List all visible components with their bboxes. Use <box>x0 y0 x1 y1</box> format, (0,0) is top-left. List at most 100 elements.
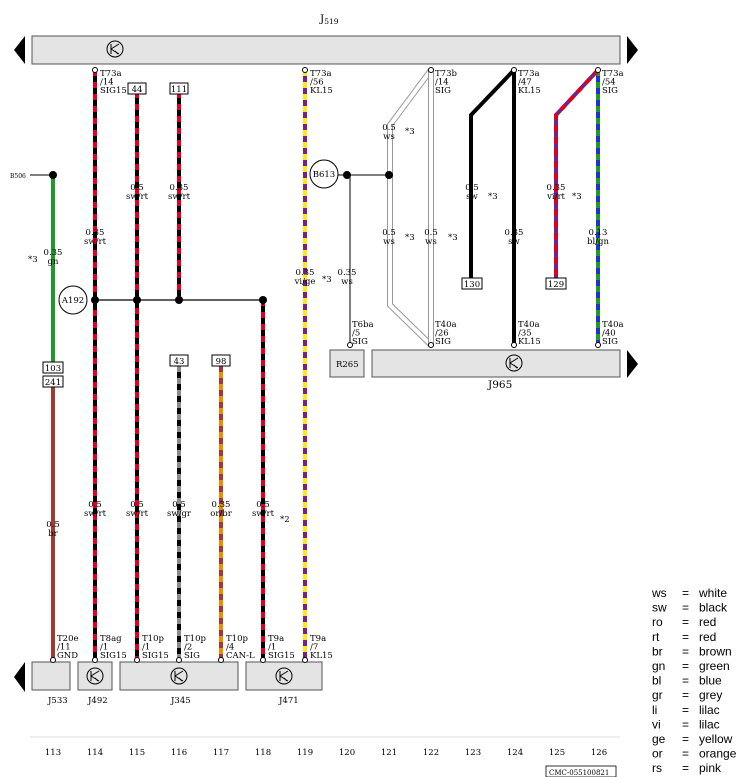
note-3: *3 <box>572 192 582 202</box>
wire-gauge-w125: 0.35 <box>547 183 566 193</box>
svg-text:129: 129 <box>548 280 564 290</box>
node-a192: A192 <box>58 285 88 315</box>
pin-end <box>428 342 434 348</box>
wire-color-w116_bot: sw/gr <box>167 509 192 519</box>
wire-color-w114_top: sw/rt <box>84 237 107 247</box>
note-2: *2 <box>280 515 290 525</box>
r265-label: R265 <box>336 360 359 370</box>
wire-gauge-w121_a: 0.5 <box>382 123 396 133</box>
pin-end <box>511 67 517 73</box>
svg-text:43: 43 <box>174 357 185 367</box>
pin-bottom-117: CAN-L <box>226 651 255 661</box>
j471-label: J471 <box>278 696 299 706</box>
wire-125 <box>554 68 600 280</box>
right-bar-arrow <box>627 350 638 378</box>
j533-label: J533 <box>47 696 68 706</box>
wire-color-w114_bot: sw/rt <box>84 509 107 519</box>
wire-color-w121_a: ws <box>383 132 395 142</box>
pin-bottom-117: T10p <box>226 634 248 644</box>
wire-123 <box>469 68 516 280</box>
pin-end <box>347 342 353 348</box>
pin-right-126: SIG <box>602 337 618 347</box>
svg-text:241: 241 <box>45 378 61 388</box>
legend-code: rs <box>652 761 662 775</box>
wire-125-stripe <box>554 68 600 280</box>
legend-code: ge <box>652 732 666 746</box>
wire-color-w120: ws <box>341 277 353 287</box>
track-number: 121 <box>381 748 397 758</box>
note-3: *3 <box>405 127 415 137</box>
legend-color: green <box>699 659 730 673</box>
legend-eq: = <box>682 674 689 688</box>
track-number: 116 <box>171 748 187 758</box>
legend-color: orange <box>699 747 737 761</box>
svg-text:111: 111 <box>171 85 187 95</box>
pin-bottom-114: SIG15 <box>100 651 127 661</box>
pin-end <box>302 67 308 73</box>
connector-boxes: 44 111 43 98 103 241 130 129 <box>42 82 567 388</box>
wire-color-w118_bot: sw/rt <box>252 509 275 519</box>
legend-code: ro <box>652 615 663 629</box>
ground-symbol-icon <box>86 667 104 685</box>
legend-code: rt <box>652 630 660 644</box>
pin-top-122: T73b <box>435 69 457 79</box>
pin-right-120: SIG <box>352 337 368 347</box>
pin-bottom-116: SIG <box>184 651 200 661</box>
svg-text:130: 130 <box>464 280 480 290</box>
legend-eq: = <box>682 630 689 644</box>
wire-gauge-w115_top: 0.5 <box>130 183 144 193</box>
legend-color: white <box>698 586 727 600</box>
wire-color-w119: vi/ge <box>294 277 316 287</box>
pin-right-124: T40a <box>518 320 540 330</box>
pin-top-126: SIG <box>602 86 618 96</box>
track-number: 126 <box>591 748 607 758</box>
j345-label: J345 <box>170 696 191 706</box>
pin-bottom-113: T20e <box>57 634 79 644</box>
pin-labels: T73a/14SIG15T73a/56KL15T73b/14SIGT73a/47… <box>50 67 624 663</box>
wire-color-w115_bot: sw/rt <box>126 509 149 519</box>
pin-bottom-115: T10p <box>142 634 164 644</box>
legend-color: red <box>699 615 716 629</box>
svg-text:B613: B613 <box>313 170 335 180</box>
pin-top-126: /54 <box>602 78 616 88</box>
wire-color-w122: ws <box>425 237 437 247</box>
ground-symbol-icon <box>106 40 124 58</box>
legend-eq: = <box>682 615 689 629</box>
wire-color-w117_bot: or/br <box>210 509 232 519</box>
pin-bottom-119: T9a <box>310 634 326 644</box>
pin-end <box>92 67 98 73</box>
legend-color: lilac <box>699 703 720 717</box>
wire-gauge-w116_top: 0.35 <box>170 183 189 193</box>
wire-color-w113_bot: br <box>48 529 58 539</box>
pin-right-122: SIG <box>435 337 451 347</box>
legend-eq: = <box>682 688 689 702</box>
pin-end <box>428 67 434 73</box>
wire-color-w116_top: sw/rt <box>168 192 191 202</box>
legend-code: ws <box>651 586 667 600</box>
ground-symbol-icon <box>170 667 188 685</box>
svg-text:A192: A192 <box>61 296 84 306</box>
pin-end <box>260 657 266 663</box>
note-3: *3 <box>488 192 498 202</box>
track-number: 115 <box>129 748 145 758</box>
pin-bottom-116: T10p <box>184 634 206 644</box>
pin-top-114: SIG15 <box>100 86 127 96</box>
pin-end <box>218 657 224 663</box>
wire-color-w123: sw <box>466 192 478 202</box>
track-number: 125 <box>549 748 565 758</box>
wire-gauge-w119: 0.35 <box>296 268 315 278</box>
pin-bottom-118: SIG15 <box>268 651 295 661</box>
pin-top-126: T73a <box>602 69 624 79</box>
pin-bottom-115: SIG15 <box>142 651 169 661</box>
wire-gauge-w118_bot: 0.5 <box>256 500 270 510</box>
pin-end <box>50 657 56 663</box>
pin-top-119: /56 <box>310 78 324 88</box>
pin-bottom-115: /1 <box>142 643 150 653</box>
legend-eq: = <box>682 732 689 746</box>
pin-right-120: /5 <box>352 329 360 339</box>
legend-eq: = <box>682 703 689 717</box>
pin-end <box>595 342 601 348</box>
node-b613: B613 <box>309 159 339 189</box>
legend-color: pink <box>699 761 722 775</box>
wire-color-w113_top: gn <box>48 257 59 267</box>
